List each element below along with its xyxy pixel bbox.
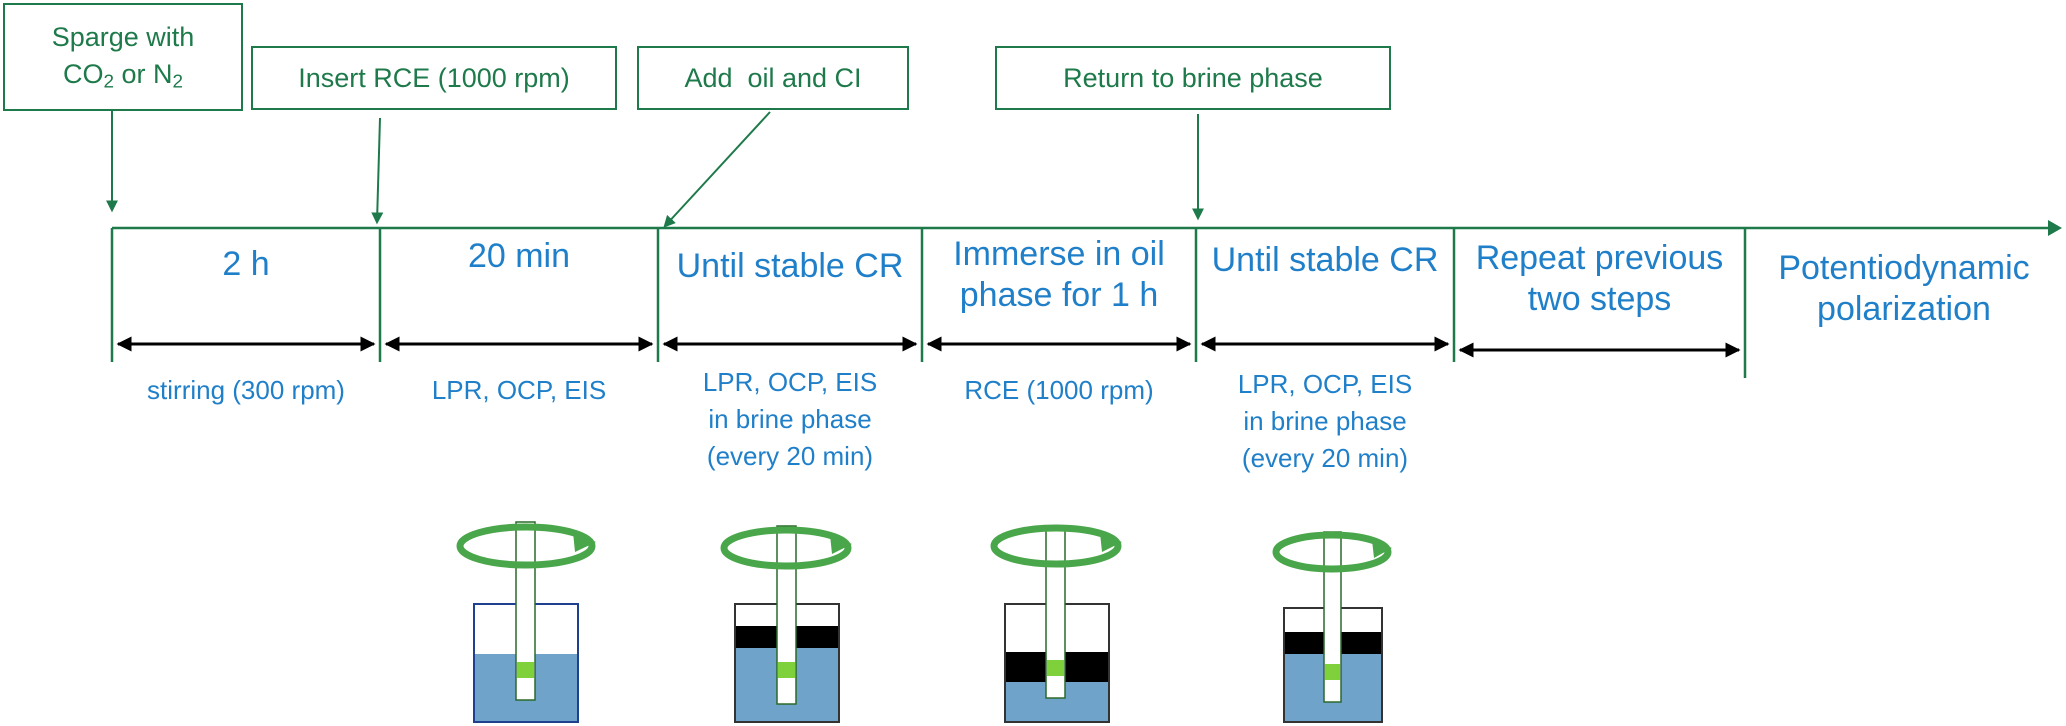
insert-rce-pointer-arrow [371,117,384,225]
beaker-brine-stirring [456,521,596,723]
sparge-line1: Sparge with [51,22,195,53]
stage-2-duration: 20 min [467,237,571,275]
rotation-arrow-icon [1272,531,1392,573]
stage-5-detail-line2: in brine phase [1243,405,1407,436]
stage-1-duration: 2 h [222,245,270,283]
stage-6-duration-line2: two steps [1527,279,1672,318]
sparge-box: Sparge with CO2 or N2 [3,3,243,111]
stage-5-detail-line1: LPR, OCP, EIS [1237,369,1413,399]
beaker-oil-over-brine-1 [720,525,852,723]
stage-7-duration-line2: polarization [1817,289,1991,328]
insert-rce-label: Insert RCE (1000 rpm) [298,62,570,93]
timeline-arrowhead [2048,220,2062,236]
stage-4-detail: RCE (1000 rpm) [964,375,1154,405]
beaker-electrode-in-oil [990,524,1122,723]
stage-3-duration: Until stable CR [676,247,904,285]
stage-3-detail: LPR, OCP, EIS in brine phase (every 20 m… [652,364,928,475]
stage-3-detail-line2: in brine phase [708,403,872,434]
rotation-arrow-icon [990,524,1122,568]
stage-5-detail: LPR, OCP, EIS in brine phase (every 20 m… [1192,366,1458,477]
sparge-line2: CO2 or N2 [52,56,195,95]
sparge-co: CO [62,58,104,89]
add-oil-box: Add oil and CI [637,46,909,110]
stage-7-duration-line1: Potentiodynamic [1778,249,2030,287]
stage-2-detail: LPR, OCP, EIS [431,375,607,405]
stage-4-duration: Immerse in oil phase for 1 h [922,234,1196,316]
stage-4-duration-line1: Immerse in oil [953,235,1165,273]
stage-3-detail-line1: LPR, OCP, EIS [702,367,878,397]
stage-3-detail-line3: (every 20 min) [706,440,874,471]
stage-5-duration: Until stable CR [1211,241,1439,279]
stage-6-duration-line1: Repeat previous [1475,239,1724,277]
rotation-arrow-icon [720,526,852,570]
beaker-oil-over-brine-2 [1272,531,1392,723]
stage-1-detail: stirring (300 rpm) [147,375,345,405]
stage-7-duration: Potentiodynamic polarization [1745,248,2063,330]
return-brine-label: Return to brine phase [1063,62,1323,93]
sparge-n-sub: 2 [172,71,184,93]
add-oil-label: Add oil and CI [684,62,862,93]
insert-rce-box: Insert RCE (1000 rpm) [251,46,617,110]
sparge-co-sub: 2 [103,71,114,93]
rotation-arrow-icon [456,523,596,569]
add-oil-pointer-arrow [663,111,771,228]
return-brine-box: Return to brine phase [995,46,1391,110]
sparge-or: or N [113,58,173,89]
stage-6-duration: Repeat previous two steps [1454,238,1745,320]
stage-5-detail-line3: (every 20 min) [1241,442,1409,473]
stage-dividers [110,228,1747,378]
stage-4-duration-line2: phase for 1 h [959,275,1159,314]
